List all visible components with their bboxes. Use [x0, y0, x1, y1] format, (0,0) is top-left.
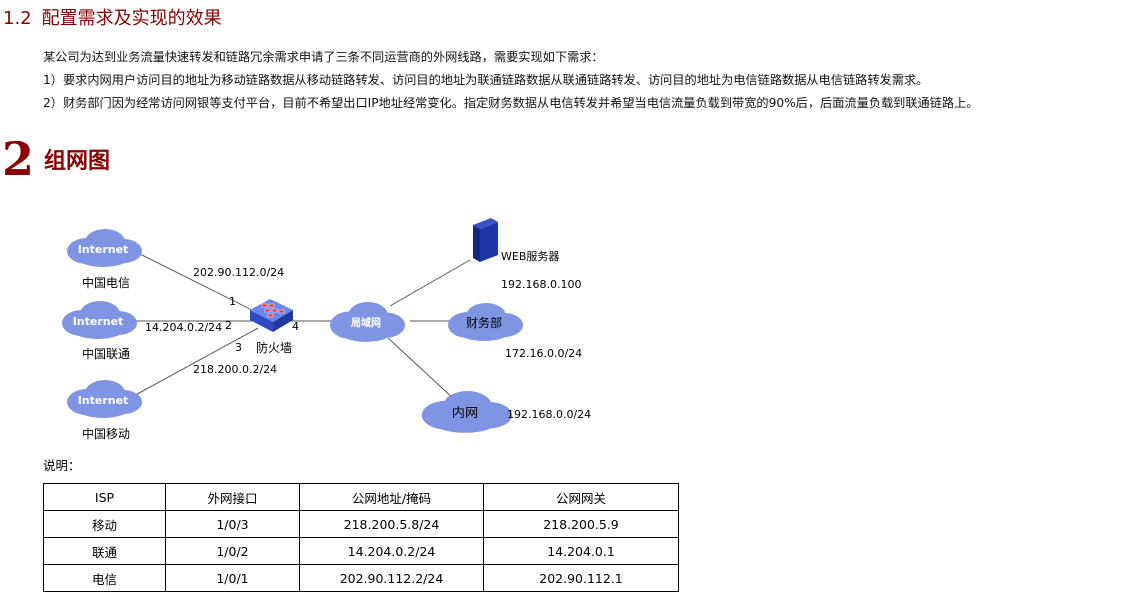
table-row: 移动 1/0/3 218.200.5.8/24 218.200.5.9 — [43, 510, 679, 538]
paragraph-intro: 某公司为达到业务流量快速转发和链路冗余需求申请了三条不同运营商的外网线路，需要实… — [43, 50, 604, 64]
cell-interface: 1/0/1 — [165, 564, 300, 592]
cloud-text: Internet — [78, 243, 129, 256]
link-lines — [129, 248, 471, 401]
port-1: 1 — [229, 295, 236, 308]
cloud-unicom: Internet — [62, 301, 137, 339]
isp-table: ISP 外网接口 公网地址/掩码 公网网关 移动 1/0/3 218.200.5… — [43, 483, 679, 592]
cloud-text: 财务部 — [466, 315, 502, 330]
web-server-ip: 192.168.0.100 — [501, 278, 581, 291]
port-4: 4 — [292, 320, 299, 333]
header-isp: ISP — [43, 483, 166, 511]
port-3: 3 — [235, 341, 242, 354]
link-mobile — [129, 327, 259, 399]
section-title: 组网图 — [44, 148, 111, 174]
cell-address: 14.204.0.2/24 — [299, 537, 484, 565]
table-row: 电信 1/0/1 202.90.112.2/24 202.90.112.1 — [43, 564, 679, 592]
section-heading-2: 2 组网图 — [2, 132, 110, 186]
header-gateway: 公网网关 — [483, 483, 679, 511]
cloud-text: Internet — [73, 315, 124, 328]
cloud-intranet: 内网 — [421, 391, 512, 433]
header-address: 公网地址/掩码 — [299, 483, 484, 511]
paragraph-requirement-2: 2）财务部门因为经常访问网银等支付平台，目前不希望出口IP地址经常变化。指定财务… — [43, 96, 979, 110]
cell-address: 218.200.5.8/24 — [299, 510, 484, 538]
port-2: 2 — [225, 319, 232, 332]
cell-interface: 1/0/3 — [165, 510, 300, 538]
header-interface: 外网接口 — [165, 483, 300, 511]
label-unicom: 中国联通 — [82, 346, 130, 361]
firewall-label: 防火墙 — [256, 340, 292, 355]
cloud-text: Internet — [78, 394, 129, 407]
cell-gateway: 202.90.112.1 — [483, 564, 679, 592]
link-lan-web — [389, 259, 471, 307]
subnet-mobile: 218.200.0.2/24 — [193, 363, 277, 376]
cell-interface: 1/0/2 — [165, 537, 300, 565]
web-server-label: WEB服务器 — [501, 250, 559, 263]
cell-gateway: 218.200.5.9 — [483, 510, 679, 538]
cloud-telecom: Internet — [67, 229, 142, 267]
cloud-text: 局域网 — [350, 316, 381, 329]
cloud-text: 内网 — [452, 405, 478, 419]
cell-isp: 移动 — [43, 510, 166, 538]
section-title: 配置需求及实现的效果 — [41, 8, 222, 29]
section-heading-1-2: 1.2 配置需求及实现的效果 — [3, 4, 222, 30]
section-number: 1.2 — [3, 8, 32, 29]
finance-subnet: 172.16.0.0/24 — [505, 347, 582, 360]
web-server-icon — [473, 218, 498, 262]
link-telecom — [129, 248, 259, 314]
subnet-telecom: 202.90.112.0/24 — [193, 266, 284, 279]
intranet-subnet: 192.168.0.0/24 — [507, 408, 591, 421]
table-row: 联通 1/0/2 14.204.0.2/24 14.204.0.1 — [43, 537, 679, 565]
cell-isp: 电信 — [43, 564, 166, 592]
label-mobile: 中国移动 — [82, 426, 130, 441]
paragraph-requirement-1: 1）要求内网用户访问目的地址为移动链路数据从移动链路转发、访问目的地址为联通链路… — [43, 73, 929, 87]
subnet-unicom: 14.204.0.2/24 — [145, 321, 222, 334]
cloud-finance: 财务部 — [448, 303, 523, 341]
firewall-icon — [250, 299, 293, 332]
cloud-mobile: Internet — [67, 380, 142, 418]
network-diagram: Internet Internet Internet 中国电信 中国联通 中国移… — [62, 218, 591, 441]
cell-address: 202.90.112.2/24 — [299, 564, 484, 592]
section-number: 2 — [2, 132, 35, 186]
cloud-lan: 局域网 — [330, 302, 405, 342]
table-header-row: ISP 外网接口 公网地址/掩码 公网网关 — [43, 483, 679, 511]
note-label: 说明： — [43, 458, 81, 473]
cell-isp: 联通 — [43, 537, 166, 565]
label-telecom: 中国电信 — [82, 275, 130, 290]
cell-gateway: 14.204.0.1 — [483, 537, 679, 565]
link-lan-intranet — [387, 337, 456, 401]
